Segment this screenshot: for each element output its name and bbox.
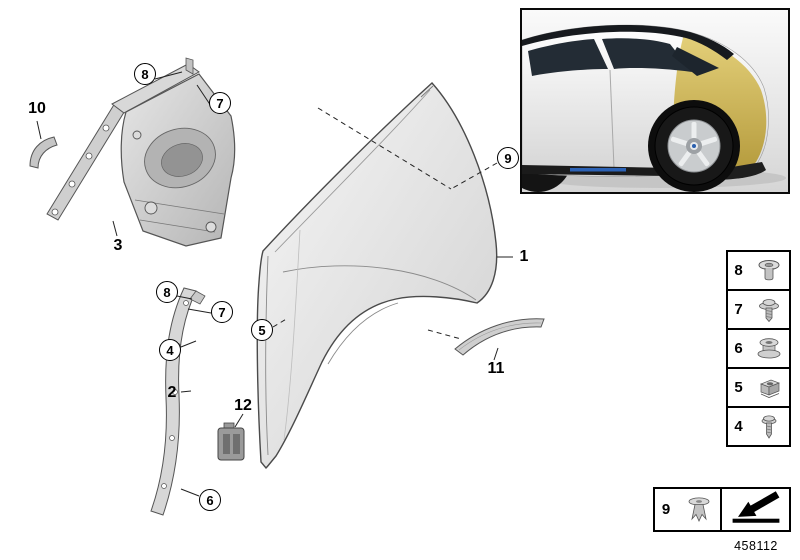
reference-dashed-lines <box>272 107 498 340</box>
vehicle-photo <box>522 10 788 192</box>
side-strip-part[interactable] <box>150 287 206 516</box>
legend-num-5: 5 <box>734 379 743 396</box>
holder-block-part[interactable] <box>217 422 245 461</box>
callout-8-top[interactable]: 8 <box>134 63 156 85</box>
grommet-nut-icon <box>749 335 789 363</box>
wheel-arch-trim-part[interactable] <box>454 318 545 356</box>
legend-row-9[interactable]: 9 <box>653 487 722 532</box>
callout-7-top[interactable]: 7 <box>209 92 231 114</box>
callout-8-mid[interactable]: 8 <box>156 281 178 303</box>
leader-lines <box>36 71 513 497</box>
part-label-1[interactable]: 1 <box>519 248 529 265</box>
legend-row-5[interactable]: 5 <box>728 367 789 406</box>
legend-row-6[interactable]: 6 <box>728 328 789 367</box>
washer-screw-icon <box>749 296 789 324</box>
legend-num-9: 9 <box>661 501 671 518</box>
legend-num-4: 4 <box>734 418 743 435</box>
callout-9[interactable]: 9 <box>497 147 519 169</box>
legend-num-8: 8 <box>734 262 743 279</box>
part-label-10[interactable]: 10 <box>28 100 46 117</box>
expanding-rivet-icon <box>677 495 720 525</box>
part-label-3[interactable]: 3 <box>113 237 123 254</box>
corner-trim-part[interactable] <box>29 136 58 169</box>
legend-num-6: 6 <box>734 340 743 357</box>
part-label-11[interactable]: 11 <box>487 360 505 377</box>
vehicle-photo-inset <box>520 8 790 194</box>
clip-nut-icon <box>749 374 789 402</box>
callout-4[interactable]: 4 <box>159 339 181 361</box>
side-panel-part[interactable] <box>256 82 498 470</box>
part-label-2[interactable]: 2 <box>167 384 177 401</box>
legend-num-7: 7 <box>734 301 743 318</box>
callout-6[interactable]: 6 <box>199 489 221 511</box>
continuation-arrow-icon <box>729 489 783 530</box>
callout-5[interactable]: 5 <box>251 319 273 341</box>
legend-row-7[interactable]: 7 <box>728 289 789 328</box>
legend-row-8[interactable]: 8 <box>728 252 789 289</box>
diagram-number: 458112 <box>734 539 778 553</box>
fastener-legend: 8 7 6 <box>726 250 791 447</box>
support-bracket-part[interactable] <box>46 57 236 247</box>
part-label-12[interactable]: 12 <box>234 397 252 414</box>
tapping-screw-icon <box>749 413 789 441</box>
callout-7-mid[interactable]: 7 <box>211 301 233 323</box>
continuation-arrow-tile[interactable] <box>720 487 791 532</box>
legend-row-4[interactable]: 4 <box>728 406 789 445</box>
blind-rivet-icon <box>749 257 789 285</box>
